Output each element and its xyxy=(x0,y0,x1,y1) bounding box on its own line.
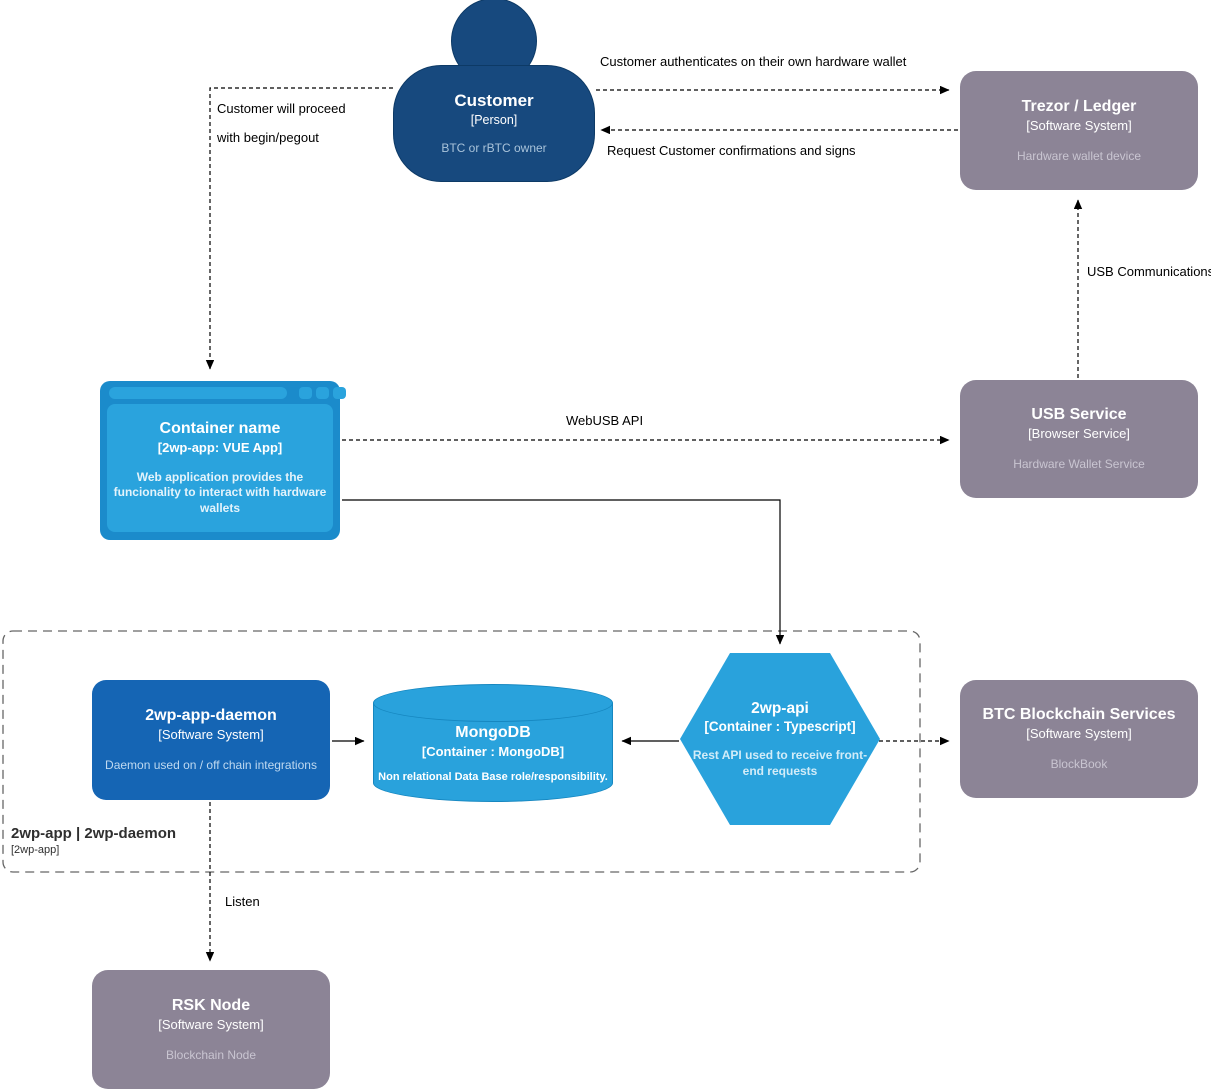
node-description: BlockBook xyxy=(1050,757,1108,772)
node-mongodb[interactable]: MongoDB [Container : MongoDB] Non relati… xyxy=(373,684,613,802)
node-title: BTC Blockchain Services xyxy=(982,706,1176,724)
node-title: Container name xyxy=(159,420,281,438)
node-2wp-app-daemon[interactable]: 2wp-app-daemon [Software System] Daemon … xyxy=(92,680,330,800)
node-title: Trezor / Ledger xyxy=(1021,97,1137,115)
boundary-title: 2wp-app | 2wp-daemon xyxy=(11,825,177,842)
node-description: Hardware wallet device xyxy=(1016,148,1142,163)
node-description: BTC or rBTC owner xyxy=(441,141,547,156)
cylinder-text: MongoDB [Container : MongoDB] Non relati… xyxy=(373,710,613,798)
edge-label-usb-communications: USB Communications xyxy=(1087,264,1211,279)
node-description: Blockchain Node xyxy=(165,1047,257,1062)
node-description: Non relational Data Base role/responsibi… xyxy=(378,771,608,784)
edge-label-authenticates: Customer authenticates on their own hard… xyxy=(600,54,907,69)
node-description: Rest API used to receive front-end reque… xyxy=(692,748,868,778)
cylinder-top xyxy=(373,684,613,722)
node-subtitle: [Container : MongoDB] xyxy=(421,744,565,760)
edge-container-to-api xyxy=(342,499,785,645)
browser-button xyxy=(299,387,312,399)
node-subtitle: [Person] xyxy=(470,112,518,127)
browser-button xyxy=(333,387,346,399)
person-body: Customer [Person] BTC or rBTC owner xyxy=(393,65,595,182)
boundary-subtitle: [2wp-app] xyxy=(11,844,60,856)
node-rsk-node[interactable]: RSK Node [Software System] Blockchain No… xyxy=(92,970,330,1089)
node-subtitle: [2wp-app: VUE App] xyxy=(157,440,283,456)
node-trezor-ledger[interactable]: Trezor / Ledger [Software System] Hardwa… xyxy=(960,71,1198,190)
node-container-vue-app[interactable]: Container name [2wp-app: VUE App] Web ap… xyxy=(100,381,346,540)
node-subtitle: [Software System] xyxy=(158,727,264,743)
node-title: Customer xyxy=(454,91,534,111)
node-description: Hardware Wallet Service xyxy=(1013,457,1145,472)
node-title: 2wp-app-daemon xyxy=(145,707,277,725)
edge-label-proceed-line2: with begin/pegout xyxy=(217,130,319,145)
boundary-label[interactable]: 2wp-app | 2wp-daemon [2wp-app] xyxy=(11,825,176,856)
node-usb-service[interactable]: USB Service [Browser Service] Hardware W… xyxy=(960,380,1198,498)
node-description: Daemon used on / off chain integrations xyxy=(105,758,317,773)
edge-label-listen: Listen xyxy=(225,894,260,909)
browser-address-bar xyxy=(109,387,287,399)
node-title: RSK Node xyxy=(171,996,251,1014)
node-subtitle: [Software System] xyxy=(1026,726,1132,742)
node-title: MongoDB xyxy=(455,724,531,742)
browser-content: Container name [2wp-app: VUE App] Web ap… xyxy=(107,404,333,532)
edge-label-request-confirmations: Request Customer confirmations and signs xyxy=(607,143,856,158)
node-subtitle: [Browser Service] xyxy=(1028,426,1130,442)
node-title: 2wp-api xyxy=(751,699,809,717)
edge-label-proceed-line1: Customer will proceed xyxy=(217,101,346,116)
node-2wp-api[interactable]: 2wp-api [Container : Typescript] Rest AP… xyxy=(680,653,880,825)
node-subtitle: [Software System] xyxy=(1026,117,1132,133)
node-subtitle: [Software System] xyxy=(158,1016,264,1032)
node-btc-blockchain-services[interactable]: BTC Blockchain Services [Software System… xyxy=(960,680,1198,798)
edge-label-webusb-api: WebUSB API xyxy=(566,413,644,428)
node-customer[interactable]: Customer [Person] BTC or rBTC owner xyxy=(393,0,595,183)
browser-button xyxy=(316,387,329,399)
node-title: USB Service xyxy=(1031,406,1127,424)
node-description: Web application provides the funcionalit… xyxy=(113,469,327,515)
node-subtitle: [Container : Typescript] xyxy=(704,719,856,735)
